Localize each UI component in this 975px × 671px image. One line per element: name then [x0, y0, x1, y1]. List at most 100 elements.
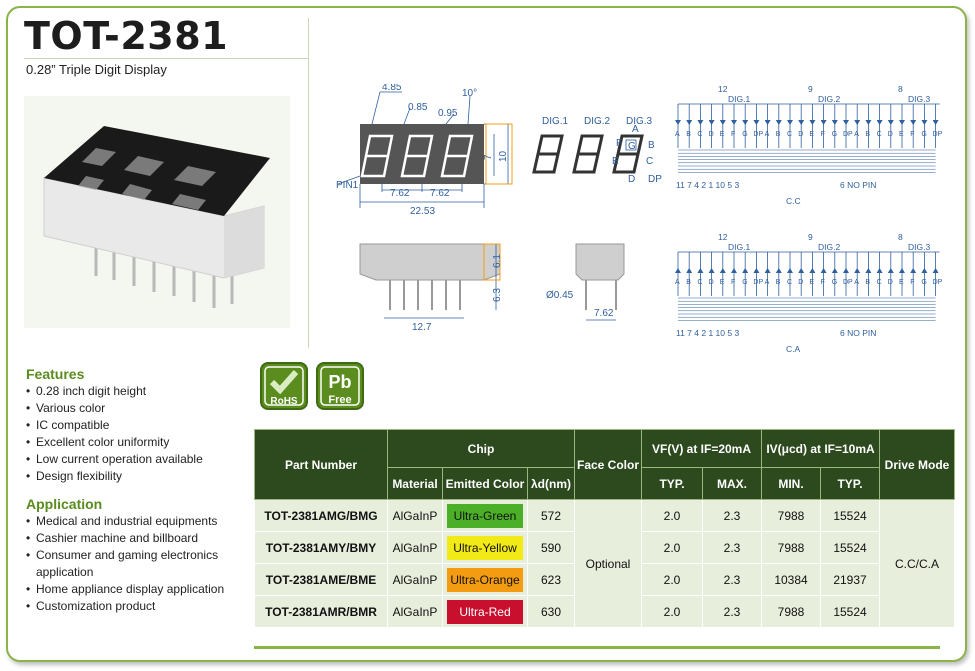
common-pin-label: 9 — [808, 232, 813, 242]
diode-symbol — [686, 120, 693, 125]
no-pin-label: 6 NO PIN — [840, 180, 876, 190]
segment-label: F — [616, 138, 622, 149]
emitted-color-cell: Ultra-Orange — [442, 563, 528, 596]
feature-item: IC compatible — [26, 417, 203, 434]
header-iv: IV(μcd) at IF=10mA — [761, 429, 880, 468]
application-item: Cashier machine and billboard — [26, 530, 246, 547]
diode-symbol — [820, 120, 827, 125]
features-title: Features — [26, 366, 85, 382]
diode-symbol — [775, 120, 782, 125]
diode-symbol — [697, 268, 704, 273]
segment-label: A — [854, 279, 859, 286]
diode-symbol — [719, 268, 726, 273]
segment-label: A — [675, 131, 680, 138]
rohs-label: RoHS — [270, 396, 298, 407]
vf-typ-cell: 2.0 — [641, 531, 703, 564]
header-face-color: Face Color — [574, 429, 642, 500]
feature-item: Various color — [26, 400, 203, 417]
digit-label: DIG.3 — [908, 242, 930, 252]
segment-label: C — [787, 279, 792, 286]
diode-symbol — [764, 268, 771, 273]
dim-label: 0.95 — [438, 108, 458, 119]
free-label: Free — [328, 394, 351, 406]
digit-label: DIG.1 — [728, 94, 750, 104]
header-vf-max: MAX. — [702, 467, 762, 500]
feature-item: Low current operation available — [26, 451, 203, 468]
dim-label: 7.62 — [594, 308, 614, 319]
pin-numbers: 11 7 4 2 1 10 5 3 — [676, 180, 739, 190]
segment-label: G — [921, 131, 926, 138]
segment-label: C — [787, 131, 792, 138]
color-swatch: Ultra-Orange — [447, 567, 523, 592]
iv-typ-cell: 15524 — [820, 595, 880, 628]
drive-mode-cell: C.C/C.A — [879, 499, 955, 628]
diode-symbol — [921, 120, 928, 125]
diode-symbol — [753, 120, 760, 125]
title-divider — [24, 58, 309, 59]
vf-max-cell: 2.3 — [702, 531, 762, 564]
iv-min-cell: 7988 — [761, 499, 821, 532]
segment-label: DP — [648, 174, 662, 185]
common-pin-label: 12 — [718, 232, 728, 242]
segment-label: E — [612, 156, 619, 167]
segment-label: A — [854, 131, 859, 138]
application-list: Medical and industrial equipments Cashie… — [26, 513, 246, 615]
emitted-color-cell: Ultra-Green — [442, 499, 528, 532]
header-vf: VF(V) at IF=20mA — [641, 429, 762, 468]
segment-label: C — [877, 131, 882, 138]
table-bottom-bar — [254, 646, 940, 649]
digit-outline — [532, 134, 644, 174]
diode-symbol — [731, 268, 737, 273]
lambda-cell: 630 — [527, 595, 575, 628]
header-part-number: Part Number — [254, 429, 388, 500]
segment-label: DP — [843, 131, 853, 138]
pb-label: Pb — [328, 372, 351, 392]
header-lambda: λd(nm) — [527, 467, 575, 500]
product-photo — [24, 96, 290, 328]
iv-typ-cell: 15524 — [820, 499, 880, 532]
digit-label: DIG.2 — [818, 242, 840, 252]
segment-label: C — [697, 279, 702, 286]
header-chip: Chip — [387, 429, 575, 468]
emitted-color-cell: Ultra-Yellow — [442, 531, 528, 564]
segment-label: D — [709, 279, 714, 286]
dim-label: 12.7 — [412, 322, 432, 333]
diode-symbol — [899, 120, 905, 125]
common-pin-label: 9 — [808, 84, 813, 94]
dim-label: 4.85 — [382, 84, 402, 93]
digit-label: DIG.2 — [818, 94, 840, 104]
dim-label: 10 — [498, 150, 509, 162]
header-emitted-color: Emitted Color — [442, 467, 528, 500]
common-pin-label: 8 — [898, 84, 903, 94]
header-iv-min: MIN. — [761, 467, 821, 500]
feature-item: 0.28 inch digit height — [26, 383, 203, 400]
diode-symbol — [708, 120, 715, 125]
diode-symbol — [697, 120, 704, 125]
diode-symbol — [820, 268, 827, 273]
digit-label: DIG.1 — [542, 116, 569, 127]
dim-label: Ø0.45 — [546, 290, 574, 301]
segment-label: E — [899, 279, 904, 286]
segment-label: B — [648, 140, 655, 151]
page-title: TOT-2381 — [24, 14, 229, 58]
segment-label: DP — [933, 279, 943, 286]
dim-label: 10° — [462, 88, 477, 99]
segment-label: DP — [843, 279, 853, 286]
pb-free-badge: Pb Free — [316, 362, 364, 410]
header-vf-typ: TYP. — [641, 467, 703, 500]
vf-typ-cell: 2.0 — [641, 499, 703, 532]
part-number-cell: TOT-2381AMY/BMY — [254, 531, 388, 564]
application-item: Medical and industrial equipments — [26, 513, 246, 530]
pin1-label: PIN1 — [336, 180, 359, 191]
segment-label: B — [865, 131, 870, 138]
common-pin-label: 8 — [898, 232, 903, 242]
segment-label: DP — [753, 279, 763, 286]
application-item: Home appliance display application — [26, 581, 246, 598]
diode-symbol — [809, 268, 816, 273]
segment-label: E — [809, 279, 814, 286]
diode-symbol — [932, 120, 939, 125]
diode-symbol — [675, 120, 681, 125]
